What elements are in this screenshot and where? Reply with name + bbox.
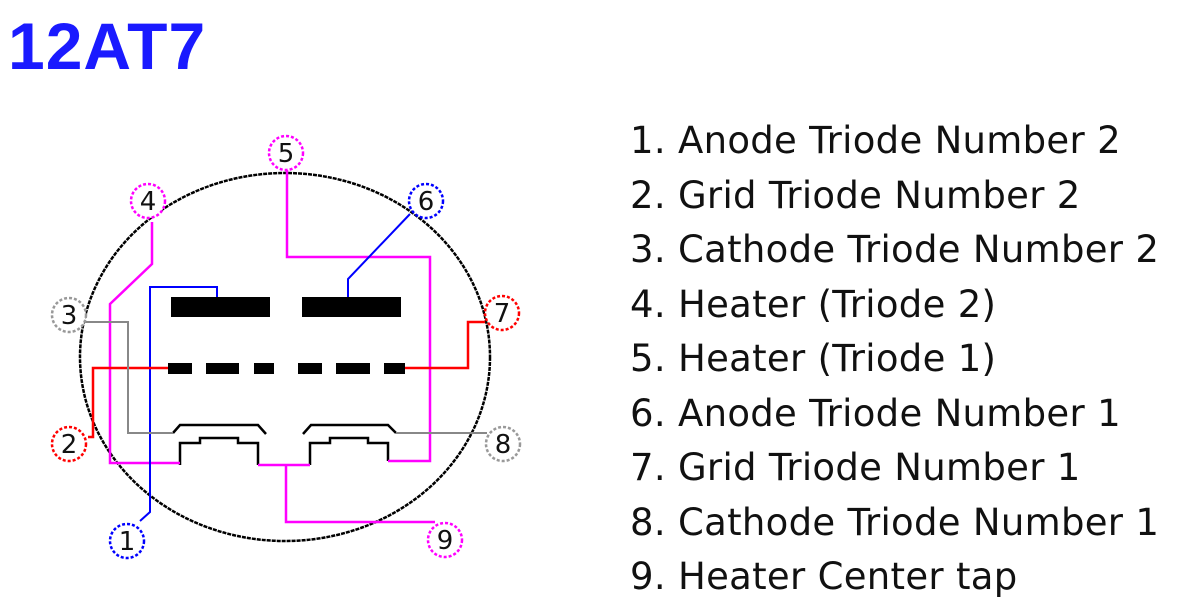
svg-text:3: 3 <box>61 301 78 331</box>
svg-text:6: 6 <box>418 187 435 217</box>
pin-7-marker: 7 <box>483 294 521 332</box>
anode-plate-triode-1 <box>302 297 401 317</box>
grid-wires <box>88 320 485 439</box>
grid-electrodes <box>168 363 405 374</box>
tube-pinout-diagram: 1 2 3 4 5 6 7 8 9 <box>50 134 522 560</box>
svg-text:4: 4 <box>140 187 157 217</box>
legend-item-pin-2: 2. Grid Triode Number 2 <box>630 173 1081 217</box>
pin-3-marker: 3 <box>50 296 88 334</box>
pin-8-marker: 8 <box>484 425 522 463</box>
pin-6-marker: 6 <box>407 182 445 220</box>
cathode-electrodes <box>172 423 397 435</box>
pin-4-marker: 4 <box>129 182 167 220</box>
legend-item-pin-1: 1. Anode Triode Number 2 <box>630 119 1121 162</box>
legend-item-pin-3: 3. Cathode Triode Number 2 <box>630 228 1160 271</box>
svg-text:1: 1 <box>119 527 136 557</box>
pin-9-marker: 9 <box>426 521 464 559</box>
pin-2-marker: 2 <box>50 425 88 463</box>
legend-item-pin-5: 5. Heater (Triode 1) <box>630 337 997 380</box>
tube-title: 12AT7 <box>8 9 207 83</box>
legend-item-pin-6: 6. Anode Triode Number 1 <box>630 391 1121 435</box>
svg-text:5: 5 <box>278 139 295 169</box>
pin-legend: 1. Anode Triode Number 2 2. Grid Triode … <box>630 114 1159 605</box>
svg-text:8: 8 <box>495 430 512 460</box>
svg-text:9: 9 <box>437 526 454 556</box>
heater-filament <box>178 436 390 465</box>
anode-plate-triode-2 <box>171 297 270 317</box>
legend-item-pin-9: 9. Heater Center tap <box>630 555 1018 598</box>
tube-envelope <box>78 171 492 543</box>
pin-5-marker: 5 <box>267 134 305 172</box>
legend-item-pin-7: 7. Grid Triode Number 1 <box>630 446 1081 489</box>
svg-text:2: 2 <box>61 430 78 460</box>
heater-wires <box>108 170 435 524</box>
legend-item-pin-8: 8. Cathode Triode Number 1 <box>630 500 1160 544</box>
anode-wires <box>139 213 411 522</box>
cathode-wires <box>85 321 487 434</box>
legend-item-pin-4: 4. Heater (Triode 2) <box>630 282 997 326</box>
svg-text:7: 7 <box>494 299 511 329</box>
pin-1-marker: 1 <box>108 522 146 560</box>
